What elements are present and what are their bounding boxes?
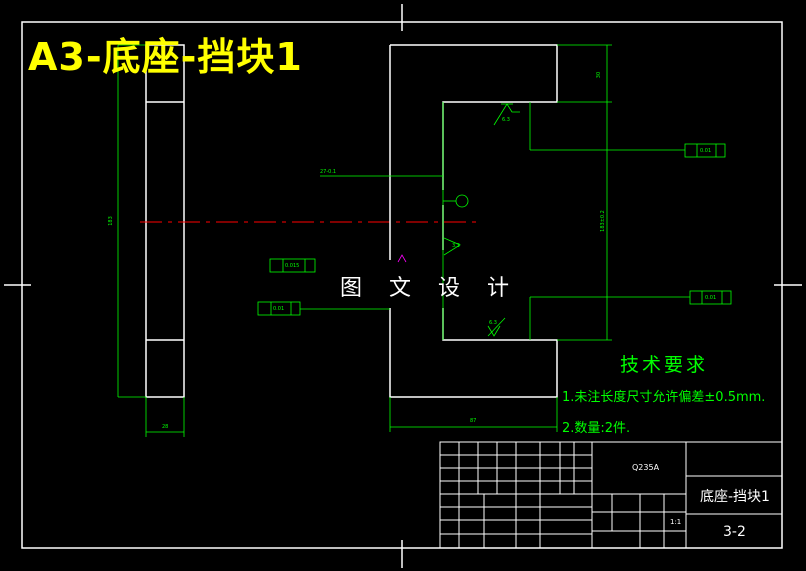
side-view-dimensions (117, 44, 185, 437)
side-view (145, 44, 185, 398)
title-block-part-name: 底座-挡块1 (700, 489, 770, 505)
tech-requirements-heading: 技术要求 (620, 354, 709, 376)
tolerance-frames (257, 143, 732, 316)
tech-requirement-item-2: 2.数量:2件. (562, 421, 631, 436)
drawing-title: A3-底座-挡块1 (28, 35, 303, 79)
dim-width: 28 (162, 424, 169, 430)
tol-perpendicular-1: 0.01 (700, 148, 712, 154)
view-marker (397, 254, 407, 263)
tol-parallelism: 0.01 (273, 306, 285, 312)
dim-offset: 27-0.1 (320, 169, 337, 175)
tech-requirement-item-1: 1.未注长度尺寸允许偏差±0.5mm. (562, 390, 766, 405)
dim-total-height: 183 (107, 216, 114, 226)
tol-perpendicular-2: 0.01 (705, 295, 717, 301)
dim-top-height: 30 (596, 71, 603, 79)
title-block-scale: 1:1 (670, 518, 682, 526)
roughness-symbols (443, 103, 520, 337)
title-block-drawing-number: 3-2 (723, 524, 746, 540)
main-view-dimensions (300, 44, 690, 432)
roughness-2-value: 6.3 (489, 320, 497, 326)
roughness-3-value: 3.2 (452, 243, 460, 249)
main-view (389, 44, 558, 398)
watermark: 图 文 设 计 (340, 276, 519, 301)
title-block-grid (439, 441, 783, 549)
dim-slot-width: 87 (470, 418, 477, 424)
dim-overall-height: 183±0.2 (599, 210, 606, 232)
datum-symbol (455, 194, 469, 208)
title-block-material: Q235A (632, 463, 660, 472)
roughness-1-value: 6.3 (502, 117, 510, 123)
tol-flatness: 0.015 (285, 263, 300, 269)
drawing-frame (4, 4, 802, 568)
